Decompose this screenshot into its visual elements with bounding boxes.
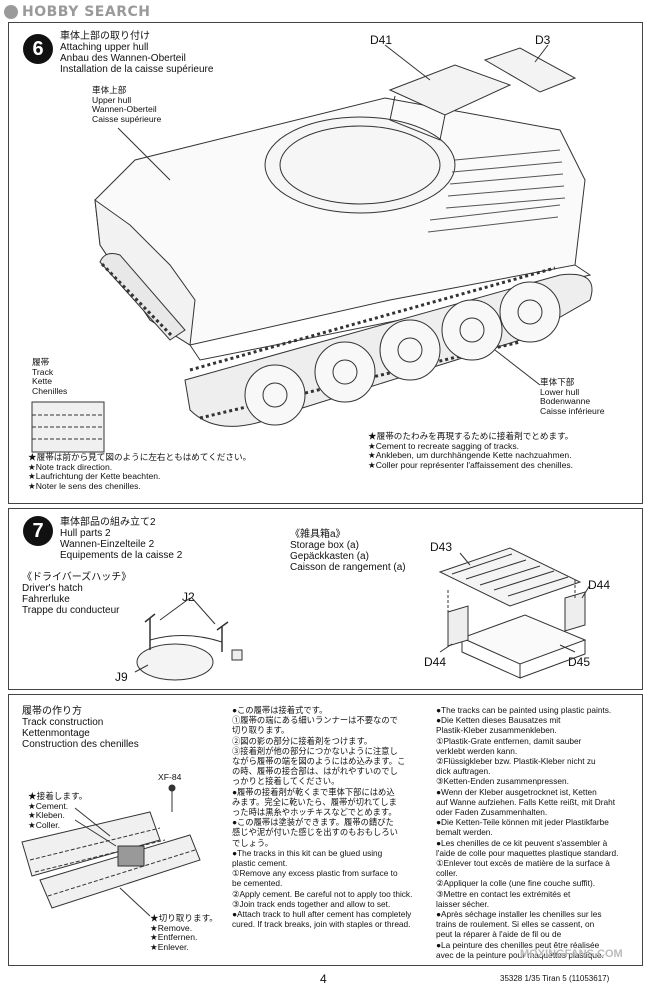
track-instructions-japanese-english: ●この履帯は接着式です。①履帯の端にある細いランナーは不要なので 切り取ります。… [232,705,413,930]
road-wheels [244,281,561,426]
part-d41-shape [388,64,512,116]
site-watermark: MOXINGFANS.COM [520,948,623,960]
track-sag-note: ★履帯のたわみを再現するために接着剤でとめます。★Cement to recre… [368,431,574,470]
logo-icon [4,5,18,19]
step7-number: 7 [23,516,53,546]
page-number: 4 [320,972,327,986]
part-d43-shape [438,547,582,607]
storage-box-label: 《雑具箱a》Storage box (a) Gepäckkasten (a)Ca… [290,529,406,573]
remove-note: ★切り取ります。★Remove. ★Entfernen.★Enlever. [150,913,218,952]
hobby-search-watermark: HOBBY SEARCH [4,4,150,20]
part-j2-label: J2 [182,590,195,604]
turret-ring [264,116,456,214]
step6-number: 6 [23,34,53,64]
step6-panel [8,22,643,504]
part-d44-label-left: D44 [424,655,447,669]
part-d3-shape [483,47,577,93]
part-d3-label: D3 [535,33,551,47]
cement-note: ★接着します。★Cement. ★Kleben.★Coller. [28,791,88,830]
kit-code: 35328 1/35 Tiran 5 (11053617) [500,974,610,983]
engine-grille [427,149,566,233]
part-d43-label: D43 [430,540,453,554]
xf84-label: XF-84 [158,772,182,782]
track-detail-swatch [31,401,105,453]
part-d41-label: D41 [370,33,393,47]
track-instructions-german-french: ●The tracks can be painted using plastic… [436,705,619,960]
track-construction-panel [8,694,643,966]
track-direction-note: ★履帯は前から見て図のように左右ともはめてください。★Note track di… [28,452,252,491]
watermark-text: HOBBY SEARCH [22,4,151,20]
part-d44-label-right: D44 [588,578,611,592]
step7-panel [8,508,643,690]
part-j9-label: J9 [115,670,128,684]
drivers-hatch-shape [136,643,214,681]
track-link-strip [21,811,161,877]
